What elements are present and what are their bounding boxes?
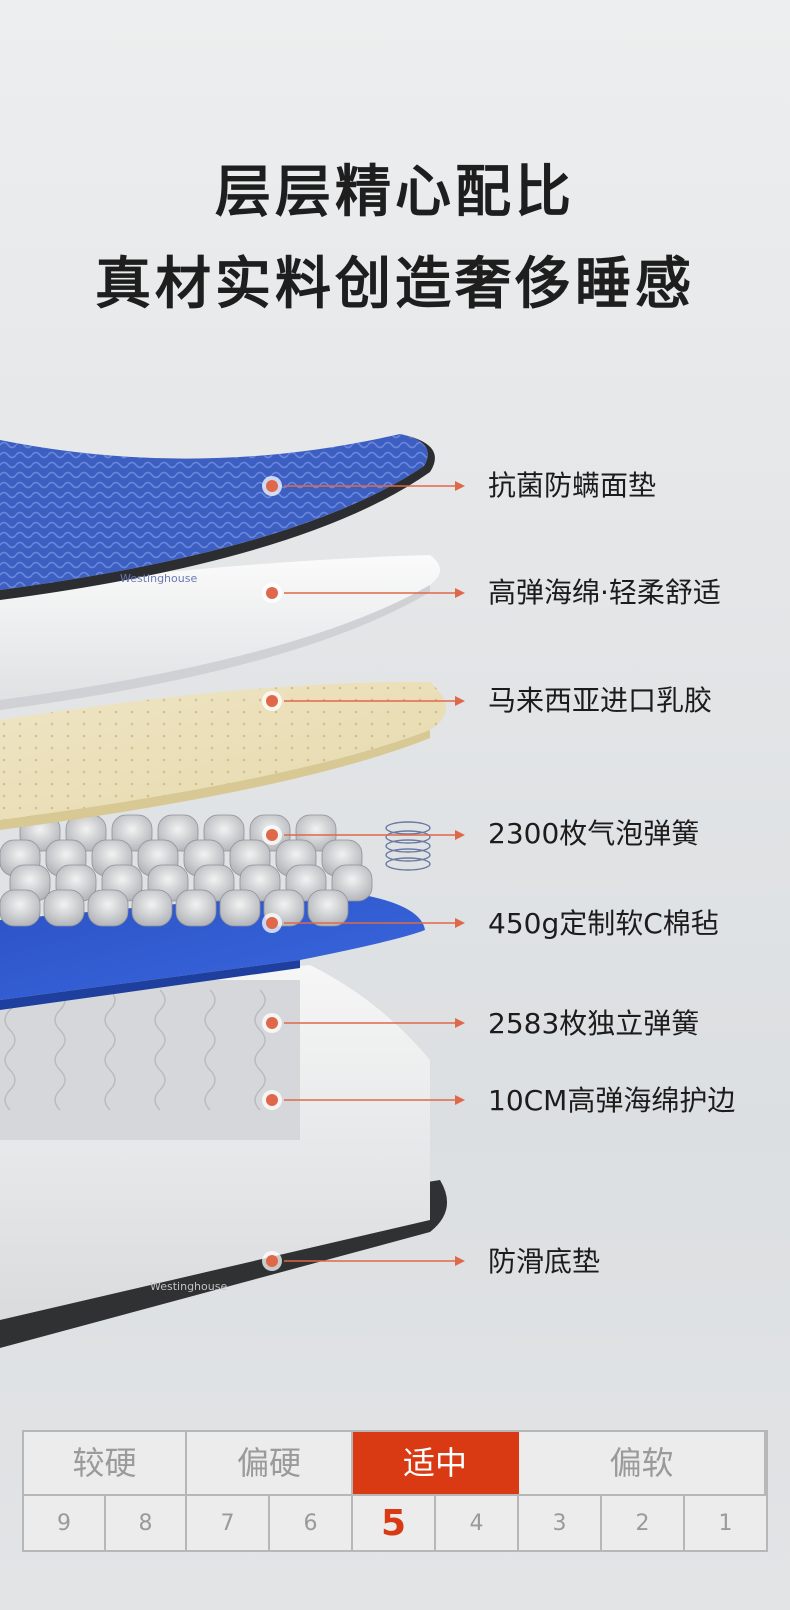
firmness-level-6: 6 [270,1494,353,1550]
headline-line-2: 真材实料创造奢侈睡感 [95,252,695,317]
firmness-group-slightly-firm: 偏硬 [187,1432,353,1494]
spring-coil [43,889,85,927]
marker-dot [266,1017,278,1029]
firmness-level-5: 5 [353,1494,436,1550]
headline-line-1: 层层精心配比 [215,160,575,225]
layer-label-bubble-springs: 2300枚气泡弹簧 [488,817,700,850]
marker-dot [266,480,278,492]
firmness-group-medium: 适中 [353,1432,519,1494]
layer-markers [262,476,465,1271]
pocket-springs [0,980,300,1140]
marker-arrowhead [455,588,465,598]
layer-label-edge-foam: 10CM高弹海绵护边 [488,1084,736,1117]
watermark-bottom: Westinghouse [150,1280,227,1293]
mattress-layers-illustration: Westinghouse Westinghouse [0,434,465,1348]
layer-label-base: 防滑底垫 [488,1245,601,1278]
layer-label-pocket-springs: 2583枚独立弹簧 [488,1007,700,1040]
spring-wire [385,839,431,853]
marker-arrowhead [455,918,465,928]
watermark-top: Westinghouse [120,572,197,585]
marker-arrowhead [455,1095,465,1105]
firmness-level-1: 1 [685,1494,766,1550]
firmness-level-7: 7 [187,1494,270,1550]
firmness-level-9: 9 [24,1494,106,1550]
spring-wire [385,830,431,844]
layer-label-felt: 450g定制软C棉毡 [488,907,719,940]
spring-wire [385,821,431,835]
spring-coil [175,889,217,927]
firmness-level-3: 3 [519,1494,602,1550]
layer-label-latex: 马来西亚进口乳胶 [488,684,713,717]
marker-arrowhead [455,1018,465,1028]
spring-coil [307,889,349,927]
firmness-level-2: 2 [602,1494,685,1550]
marker-dot [266,587,278,599]
spring-coil [219,889,261,927]
firmness-group-firm: 较硬 [24,1432,187,1494]
marker-arrowhead [455,830,465,840]
marker-dot [266,1255,278,1267]
firmness-level-4: 4 [436,1494,519,1550]
foam-layer [0,555,440,710]
layer-label-foam: 高弹海绵·轻柔舒适 [488,576,721,609]
spring-coil [87,889,129,927]
spring-wire [385,857,431,871]
marker-dot [266,829,278,841]
spring-wire [385,848,431,862]
spring-coil [131,889,173,927]
marker-arrowhead [455,1256,465,1266]
bubble-springs [0,814,431,927]
cover-layer: Westinghouse [0,434,435,600]
marker-arrowhead [455,696,465,706]
spring-coil [0,889,41,927]
firmness-scale: 较硬 偏硬 适中 偏软 9 8 7 6 5 4 3 2 1 [22,1430,768,1552]
marker-arrowhead [455,481,465,491]
layer-label-cover: 抗菌防螨面垫 [488,469,657,502]
marker-dot [266,695,278,707]
latex-layer [0,681,446,830]
marker-dot [266,1094,278,1106]
marker-dot [266,917,278,929]
firmness-level-8: 8 [106,1494,187,1550]
firmness-group-slightly-soft: 偏软 [519,1432,766,1494]
